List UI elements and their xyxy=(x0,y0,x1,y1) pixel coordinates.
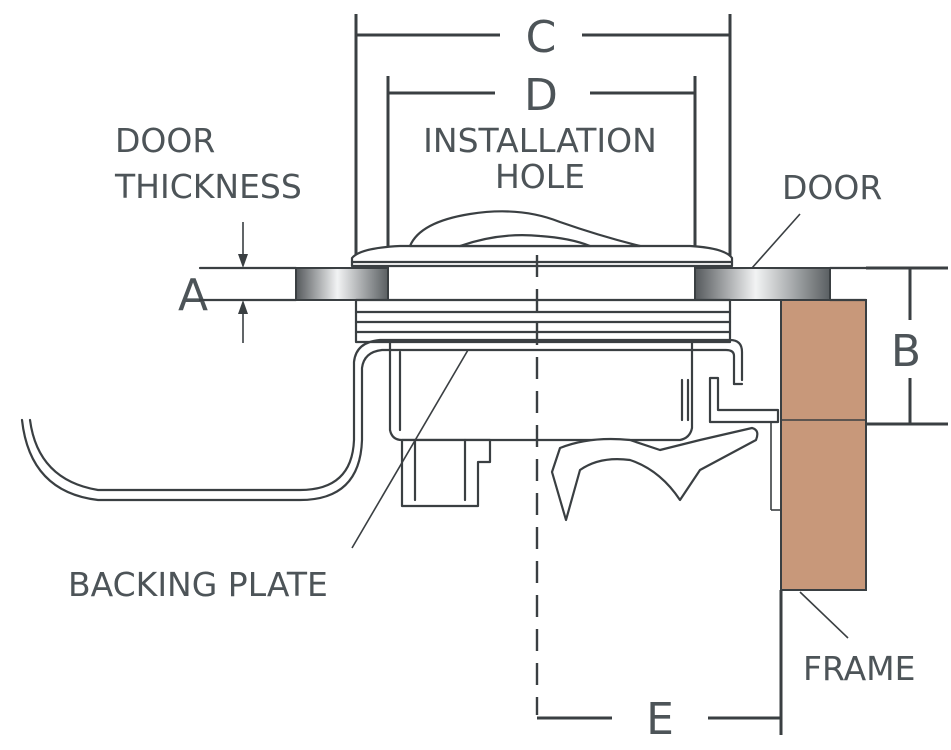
door-label: DOOR xyxy=(782,168,882,207)
latch-body xyxy=(350,210,780,522)
frame-leader xyxy=(799,591,849,639)
door-thickness-label-line1: DOOR xyxy=(115,121,215,160)
dimension-e-label: E xyxy=(646,694,674,745)
installation-hole-label-line2: HOLE xyxy=(495,157,585,196)
dimension-d-label: D xyxy=(524,70,558,121)
frame-label: FRAME xyxy=(803,649,915,688)
door-panel xyxy=(198,266,934,302)
frame-block xyxy=(780,299,867,591)
dimension-b-label: B xyxy=(891,326,921,377)
door-leader xyxy=(751,213,801,269)
dimension-a-label: A xyxy=(178,270,208,321)
backing-plate-part xyxy=(20,338,744,502)
dimension-a: A xyxy=(178,222,296,343)
dimension-c: C xyxy=(354,12,732,262)
dimension-c-label: C xyxy=(526,12,557,63)
dimension-e: E xyxy=(537,590,783,745)
installation-hole-label-line1: INSTALLATION xyxy=(423,121,657,160)
backing-plate-leader xyxy=(351,349,469,549)
dimension-d: D xyxy=(386,70,697,252)
backing-plate-label: BACKING PLATE xyxy=(68,565,328,604)
door-thickness-label-line2: THICKNESS xyxy=(114,167,302,206)
dimension-b: B xyxy=(866,266,948,426)
